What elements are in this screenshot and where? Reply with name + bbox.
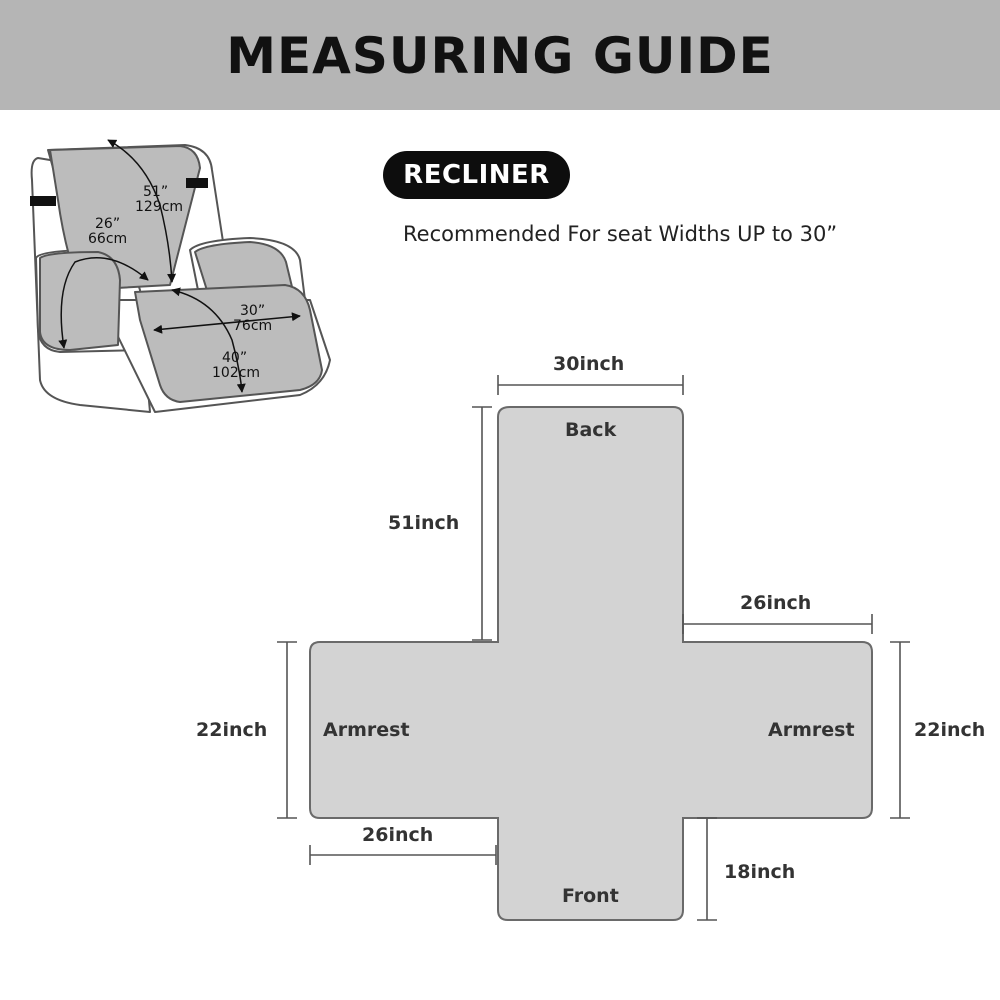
- back-imperial-label: 51”: [143, 184, 169, 200]
- left-arm-height-label: 22inch: [196, 719, 268, 741]
- front-height-label: 18inch: [724, 861, 796, 883]
- seat-depth-arrow: [171, 287, 246, 393]
- back-height-label: 51inch: [388, 512, 460, 534]
- cover-shape: [309, 406, 873, 921]
- back-metric-label: 129cm: [135, 199, 184, 215]
- right-arm-width-dimension: [682, 614, 873, 634]
- header-banner: [0, 0, 1000, 110]
- left-arm-height-dimension: [277, 641, 297, 819]
- right-arm-height-label: 22inch: [914, 719, 986, 741]
- arm-length-arrow: [58, 256, 149, 349]
- left-arm-width-label: 26inch: [362, 824, 434, 846]
- recliner-badge: RECLINER: [383, 151, 570, 199]
- back-height-dimension: [472, 406, 492, 641]
- strap-right: [186, 178, 208, 188]
- back-label: Back: [565, 419, 617, 441]
- left-arm-width-dimension: [309, 845, 497, 865]
- seat-depth-metric-label: 102cm: [212, 365, 261, 381]
- front-label: Front: [562, 885, 619, 907]
- arm-metric-label: 66cm: [88, 231, 128, 247]
- right-arm-width-label: 26inch: [740, 592, 812, 614]
- front-height-dimension: [697, 817, 717, 921]
- right-armrest-label: Armrest: [768, 719, 855, 741]
- page-title: MEASURING GUIDE: [226, 27, 774, 85]
- arm-imperial-label: 26”: [95, 216, 121, 232]
- seat-depth-imperial-label: 40”: [222, 350, 248, 366]
- seat-width-imperial-label: 30”: [240, 303, 266, 319]
- right-arm-height-dimension: [890, 641, 910, 819]
- strap-left: [30, 196, 56, 206]
- top-width-dimension: [497, 375, 684, 395]
- left-armrest-label: Armrest: [323, 719, 410, 741]
- seat-width-metric-label: 76cm: [233, 318, 273, 334]
- recommendation-text: Recommended For seat Widths UP to 30”: [403, 222, 838, 246]
- top-width-label: 30inch: [553, 353, 625, 375]
- back-length-arrow: [107, 139, 177, 283]
